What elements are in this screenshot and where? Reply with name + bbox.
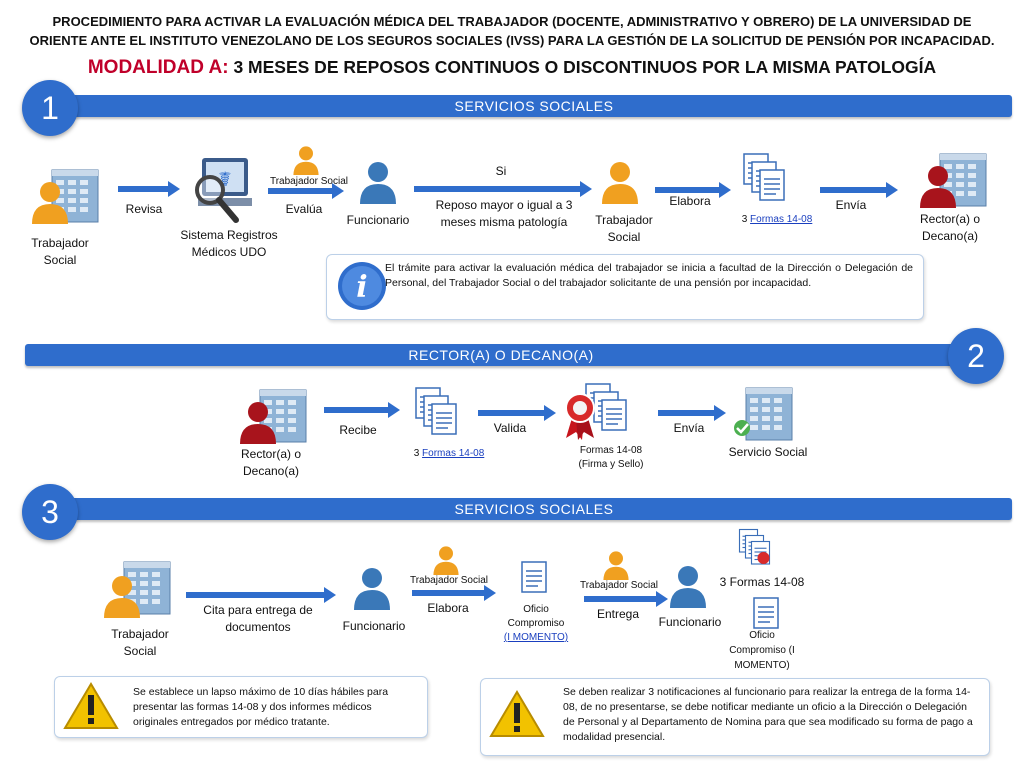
formas-firma-label: Formas 14-08 (Firma y Sello) (578, 445, 644, 470)
oficio-compromiso-text: Oficio Compromiso (507, 604, 565, 629)
cita-label: Cita para entrega de documentos (203, 603, 313, 634)
warning-note-1-text: Se establece un lapso máximo de 10 días … (133, 686, 389, 728)
modalidad-heading: MODALIDAD A: 3 MESES DE REPOSOS CONTINUO… (0, 57, 1024, 79)
documents-icon (743, 153, 785, 201)
warning-note-1: Se establece un lapso máximo de 10 días … (54, 676, 428, 738)
recibe-label: Recibe (339, 423, 377, 437)
arrow-elabora (655, 182, 731, 198)
magnifier-icon: ☤ (195, 158, 252, 223)
oficio-i-momento-link[interactable]: (I MOMENTO) (503, 632, 569, 643)
trabajador-social-person-icon (293, 146, 319, 175)
sistema-registros-label: Sistema Registros Médicos UDO (180, 228, 278, 259)
arrow-entrega (584, 591, 668, 607)
section-1-number-badge: 1 (22, 80, 78, 136)
arrow-evalua (268, 183, 344, 199)
formas-14-08-link[interactable]: Formas 14-08 (750, 214, 813, 225)
formas-14-08-link-2[interactable]: Formas 14-08 (422, 448, 485, 459)
funcionario-label-4: Funcionario (658, 615, 722, 629)
info-icon: i (338, 262, 386, 310)
trabajador-social-small-label-3: Trabajador Social (409, 575, 488, 586)
modalidad-description: 3 MESES DE REPOSOS CONTINUOS O DISCONTIN… (233, 57, 937, 77)
section-2-band: RECTOR(A) O DECANO(A) (25, 344, 977, 366)
rector-label-2: Rector(a) o Decano(a) (240, 447, 302, 478)
reposo-label: Reposo mayor o igual a 3 meses misma pat… (435, 198, 573, 229)
info-note-text: El trámite para activar la evaluación mé… (385, 262, 913, 289)
revisa-label: Revisa (125, 202, 163, 216)
elabora-label: Elabora (669, 194, 711, 208)
oficio-label: Oficio Compromiso (I MOMENTO) (496, 603, 576, 645)
trabajador-social-person-icon-3 (433, 546, 459, 575)
trabajador-social-small-label-4: Trabajador Social (579, 580, 658, 591)
building-person-icon-3 (104, 561, 171, 618)
section-1-band-label: SERVICIOS SOCIALES (454, 98, 614, 114)
formas-count-number-2: 3 (413, 448, 420, 459)
oficio-document-icon (521, 561, 547, 593)
modalidad-label: MODALIDAD A: (87, 57, 229, 78)
arrow-si (414, 181, 592, 197)
info-note: i El trámite para activar la evaluación … (326, 254, 924, 320)
envia-label-2: Envía (673, 421, 705, 435)
valida-label: Valida (493, 421, 527, 435)
arrow-revisa (118, 181, 180, 197)
arrow-elabora-3 (412, 585, 496, 601)
warning-icon (63, 682, 119, 729)
arrow-valida (478, 405, 556, 421)
section-2-band-label: RECTOR(A) O DECANO(A) (408, 347, 594, 363)
formas-count-2: 3 Formas 14-08 (394, 448, 504, 459)
oficio-label-2: Oficio Compromiso (I MOMENTO) (729, 630, 795, 671)
warning-note-2: Se deben realizar 3 notificaciones al fu… (480, 678, 990, 756)
section-3-band-label: SERVICIOS SOCIALES (454, 501, 614, 517)
trabajador-social-label: Trabajador Social (31, 236, 89, 267)
svg-text:i: i (356, 270, 367, 305)
servicio-social-label: Servicio Social (728, 445, 808, 459)
documents-icon-2 (415, 387, 457, 435)
funcionario-person-icon-4 (670, 566, 706, 608)
certificate-documents-icon (738, 528, 771, 565)
entrega-label: Entrega (596, 607, 640, 621)
formas-count-1: 3 Formas 14-08 (722, 214, 832, 225)
certificate-icon (565, 383, 627, 440)
trabajador-social-person-icon-2 (602, 162, 638, 204)
warning-icon-2 (489, 690, 545, 737)
building-person-icon-rector (920, 153, 987, 208)
trabajador-social-person-icon-4 (603, 551, 629, 580)
section-3-band: SERVICIOS SOCIALES (56, 498, 1012, 520)
oficio-document-icon-2 (753, 597, 779, 629)
funcionario-person-icon-3 (354, 568, 390, 610)
funcionario-label-3: Funcionario (342, 619, 406, 633)
page-title: PROCEDIMIENTO PARA ACTIVAR LA EVALUACIÓN… (20, 12, 1004, 50)
title-line-2: ORIENTE ANTE EL INSTITUTO VENEZOLANO DE … (29, 33, 995, 48)
elabora-label-3: Elabora (427, 601, 469, 615)
building-person-icon (32, 169, 99, 224)
trabajador-social-small-label: Trabajador Social (269, 176, 348, 187)
si-label: Si (495, 164, 507, 178)
section-2-number-badge: 2 (948, 328, 1004, 384)
section-3-number-badge: 3 (22, 484, 78, 540)
building-check-icon (734, 387, 793, 441)
building-person-icon-rector-2 (240, 389, 307, 444)
section-1-band: SERVICIOS SOCIALES (56, 95, 1012, 117)
envia-label: Envía (835, 198, 867, 212)
arrow-envia-2 (658, 405, 726, 421)
formas-label-3: 3 Formas 14-08 (719, 575, 805, 589)
formas-count-number: 3 (741, 214, 748, 225)
title-line-1: PROCEDIMIENTO PARA ACTIVAR LA EVALUACIÓN… (52, 14, 972, 29)
trabajador-social-label-2: Trabajador Social (595, 213, 653, 244)
funcionario-label: Funcionario (346, 213, 410, 227)
trabajador-social-label-3: Trabajador Social (111, 627, 169, 658)
arrow-recibe (324, 402, 400, 418)
funcionario-person-icon (360, 162, 396, 204)
arrow-cita (186, 587, 336, 603)
evalua-label: Evalúa (285, 202, 323, 216)
arrow-envia (820, 182, 898, 198)
warning-note-2-text: Se deben realizar 3 notificaciones al fu… (563, 686, 973, 743)
rector-label: Rector(a) o Decano(a) (919, 212, 981, 243)
